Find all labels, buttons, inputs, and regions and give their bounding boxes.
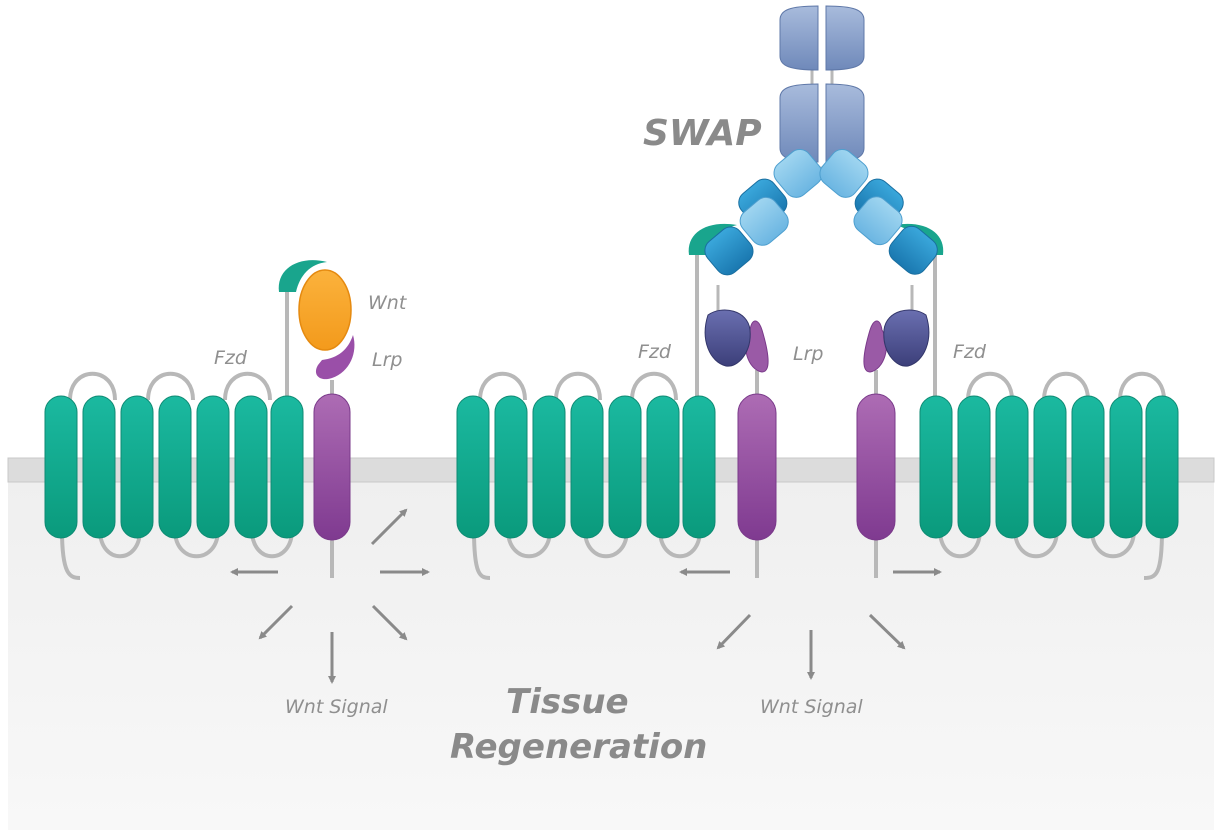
wnt-label: Wnt — [368, 292, 408, 314]
wnt-signal-label-right: Wnt Signal — [760, 696, 863, 718]
lrp-receptor-icon — [856, 320, 896, 578]
arrow-icon — [679, 568, 942, 680]
regeneration-label: Regeneration — [450, 727, 707, 767]
lrp-label-middle: Lrp — [793, 343, 823, 365]
swap-antibody-icon — [704, 5, 938, 367]
lrp-receptor-icon — [737, 320, 777, 578]
fzd-label-middle: Fzd — [638, 341, 672, 363]
fzd-receptor-icon — [895, 223, 1179, 580]
wnt-ligand-icon — [298, 269, 352, 351]
tissue-label: Tissue — [506, 682, 629, 722]
wnt-signal-label-left: Wnt Signal — [285, 696, 388, 718]
fzd-receptor-icon — [456, 223, 737, 580]
cell-interior — [8, 480, 1214, 830]
fzd-receptor-icon — [44, 260, 327, 580]
arrow-icon — [230, 508, 430, 684]
fzd-label-left: Fzd — [214, 347, 248, 369]
lrp-receptor-icon — [313, 335, 355, 578]
swap-label: SWAP — [643, 113, 762, 154]
lrp-label-left: Lrp — [372, 349, 402, 371]
fzd-label-right: Fzd — [953, 341, 987, 363]
